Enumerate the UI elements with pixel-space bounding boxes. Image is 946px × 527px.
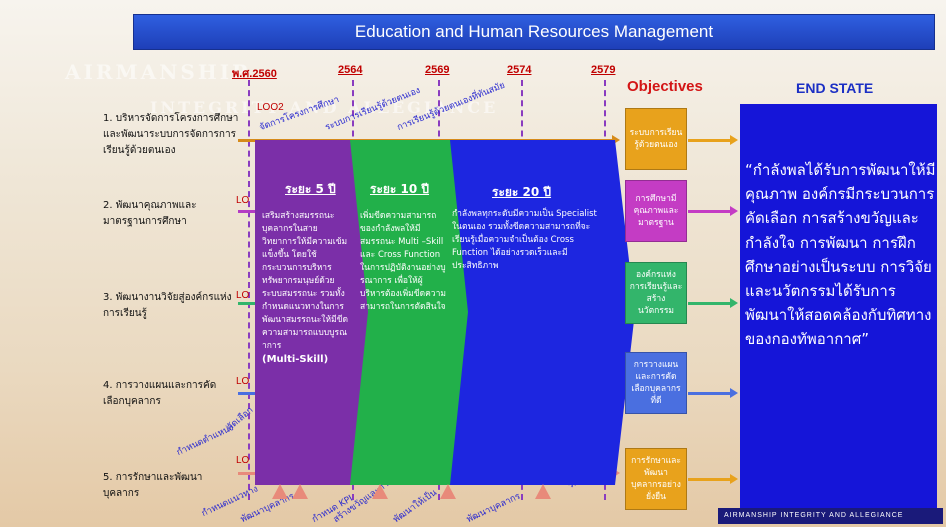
milestone-triangle <box>292 484 308 499</box>
phase-5-body: เสริมสร้างสมรรถนะบุคลากรในสายวิทยาการให้… <box>262 211 348 351</box>
year-label: 2564 <box>338 64 363 76</box>
goal-label: 1. บริหารจัดการโครงการศึกษาและพัฒนาระบบก… <box>103 113 239 156</box>
goal-label: 4. การวางแผนและการคัดเลือกบุคลากร <box>103 380 217 407</box>
phase-5-emphasis: (Multi-Skill) <box>262 354 329 365</box>
slide-title: Education and Human Resources Management <box>354 22 714 41</box>
loo-tag: LO <box>236 376 250 387</box>
phase-10-text: เพิ่มขีดความสามารถของกำลังพลให้มีสมรรถนะ… <box>360 211 446 312</box>
end-state-box <box>740 104 937 514</box>
objective-arrow <box>688 474 738 484</box>
objective-box: การวางแผนและการคัดเลือกบุคลากรที่ดี <box>625 352 687 414</box>
milestone-triangle <box>535 484 551 499</box>
goal-label: 2. พัฒนาคุณภาพและมาตรฐานการศึกษา <box>103 200 197 227</box>
loo-tag: LOO2 <box>257 102 284 113</box>
objective-arrow <box>688 298 738 308</box>
loo-tag: LO <box>236 455 250 466</box>
goal-label: 3. พัฒนางานวิจัยสู่องค์กรแห่งการเรียนรู้ <box>103 292 232 319</box>
year-label: พ.ศ.2560 <box>232 68 277 80</box>
phase-arrows <box>255 140 635 485</box>
end-state-text: “กำลังพลได้รับการพัฒนาให้มีคุณภาพ องค์กร… <box>745 161 936 349</box>
loo-tag: LO <box>236 195 250 206</box>
phase-10-title: ระยะ 10 ปี <box>370 182 430 196</box>
goal-label: 5. การรักษาและพัฒนาบุคลากร <box>103 472 203 499</box>
timeline-divider <box>248 80 250 500</box>
objective-arrow <box>688 388 738 398</box>
phase-20-arrow <box>445 140 635 485</box>
objective-box: ระบบการเรียนรู้ด้วยตนเอง <box>625 108 687 170</box>
milestone-label: พัฒนาให้เป็น <box>391 487 439 526</box>
milestone-triangle <box>440 484 456 499</box>
footer-bar: AIRMANSHIP INTEGRITY AND ALLEGIANCE EXCE… <box>718 508 943 524</box>
objectives-heading: Objectives <box>627 78 703 95</box>
phase-10-arrow <box>348 140 468 485</box>
phase-20-text: กำลังพลทุกระดับมีความเป็น Specialist ในต… <box>452 209 597 271</box>
objective-box: การรักษาและพัฒนาบุคลากรอย่างยั่งยืน <box>625 448 687 510</box>
phase-5-title: ระยะ 5 ปี <box>285 182 336 196</box>
year-label: 2579 <box>591 64 616 76</box>
phase-5-text: เสริมสร้างสมรรถนะบุคลากรในสายวิทยาการให้… <box>262 210 350 366</box>
watermark-airmanship: AIRMANSHIP <box>65 60 251 84</box>
phase-5-arrow <box>255 140 368 485</box>
phase-20-title: ระยะ 20 ปี <box>492 185 552 199</box>
milestone-triangle <box>372 484 388 499</box>
objective-box: การศึกษามีคุณภาพและมาตรฐาน <box>625 180 687 242</box>
milestone-triangle <box>272 484 288 499</box>
objective-box: องค์กรแห่งการเรียนรู้และสร้างนวัตกรรม <box>625 262 687 324</box>
end-state-heading: END STATE <box>796 80 874 96</box>
milestone-label: พัฒนาบุคลากร <box>465 491 523 526</box>
title-bar: Education and Human Resources Management <box>133 14 935 50</box>
objective-arrow <box>688 135 738 145</box>
loo-tag: LO <box>236 290 250 301</box>
year-label: 2569 <box>425 64 450 76</box>
watermark-integrity: INTEGRITY AND ALLEGIANCE <box>150 98 499 117</box>
year-label: 2574 <box>507 64 532 76</box>
objective-arrow <box>688 206 738 216</box>
